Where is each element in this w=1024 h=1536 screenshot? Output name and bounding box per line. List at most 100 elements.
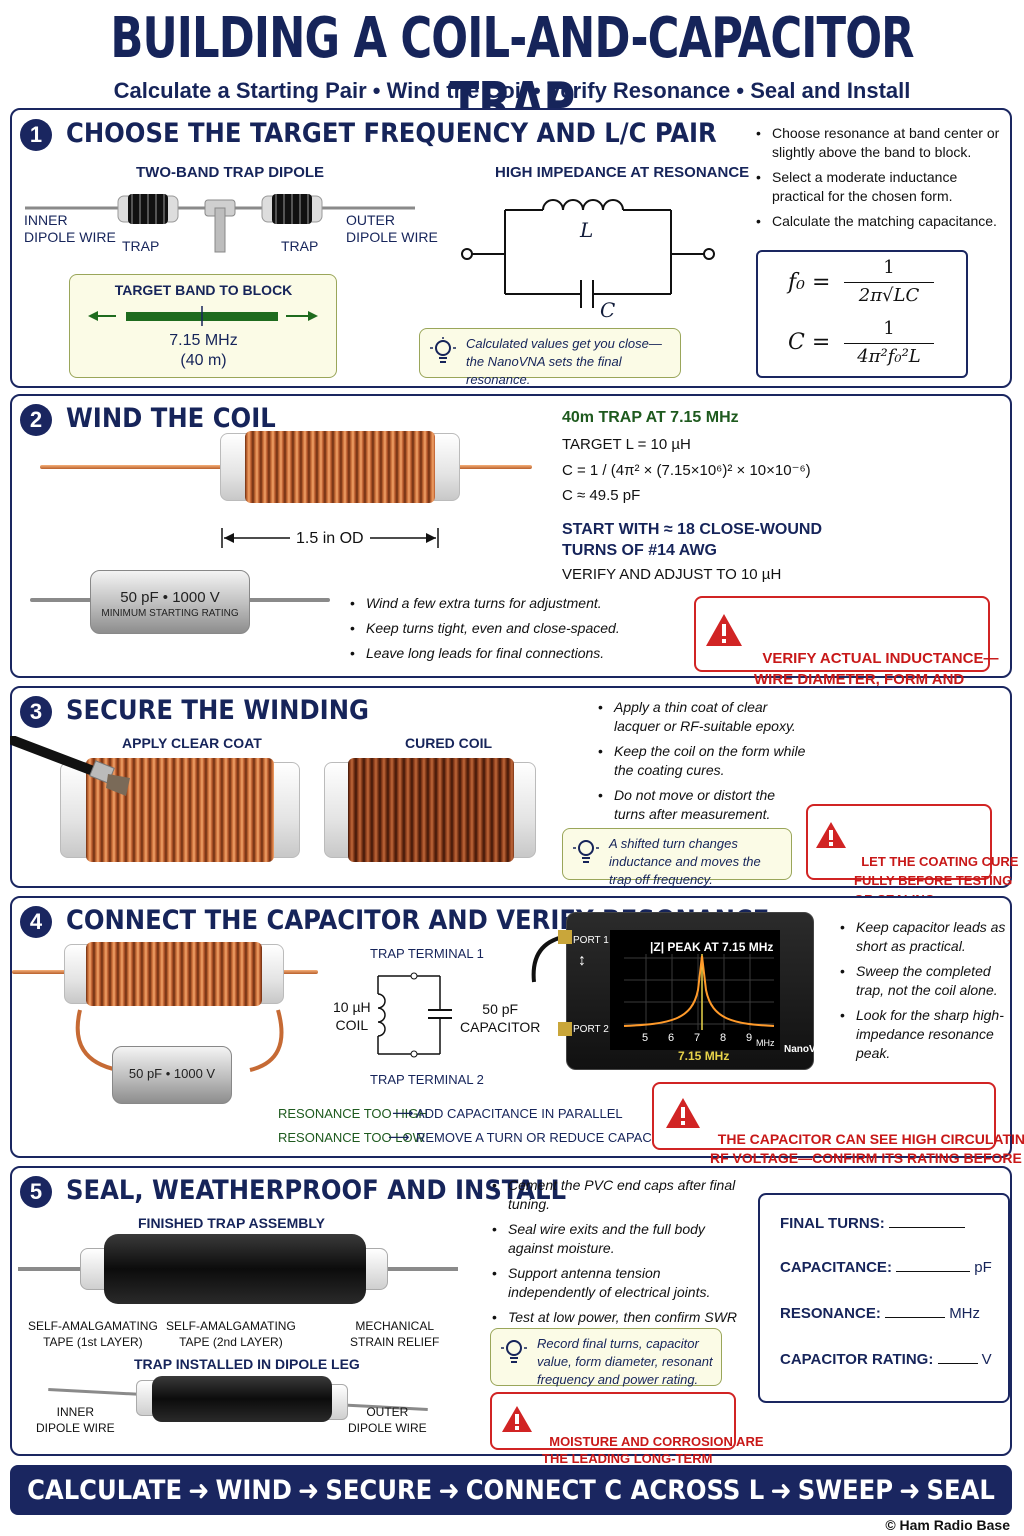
warning-icon	[502, 1406, 532, 1432]
step1-bullet: Select a moderate inductance practical f…	[756, 168, 1006, 206]
cured-coil	[348, 758, 514, 862]
coil-value-label: 10 µH COIL	[333, 999, 371, 1033]
capacitor-label: C	[600, 298, 616, 322]
installed-inner-label: INNER DIPOLE WIRE	[36, 1405, 115, 1435]
vna-port-arrow: ↕	[578, 952, 586, 969]
vna-marker: 7.15 MHz	[678, 1049, 730, 1063]
footer-step: SEAL	[926, 1474, 995, 1506]
arrow-right-icon: ➜	[770, 1473, 792, 1507]
vna-tick: 8	[720, 1032, 727, 1044]
record-rating: CAPACITOR RATING: V	[780, 1351, 992, 1368]
coil-being-coated	[86, 758, 274, 862]
lightbulb-icon	[501, 1340, 527, 1363]
step3-bullet: Apply a thin coat of clear lacquer or RF…	[598, 698, 808, 736]
step5-bullets: Cement the PVC end caps after final tuni…	[492, 1176, 742, 1352]
trap-left-label: TRAP	[122, 238, 160, 254]
step5-tip: Record final turns, capacitor value, for…	[490, 1328, 722, 1387]
outer-wire-label: OUTER DIPOLE WIRE	[346, 212, 438, 245]
formula1-num: 1	[883, 257, 895, 278]
formula2-bar	[844, 343, 934, 344]
res-low-arrow: ⟶	[388, 1129, 410, 1146]
calc-line: C = 1 / (4π² × (7.15×10⁶)² × 10×10⁻⁶)	[562, 462, 811, 479]
step2-bullet: Keep turns tight, even and close-spaced.	[350, 619, 680, 638]
cured-coil-label: CURED COIL	[405, 735, 493, 751]
formula2-lhs: C =	[788, 330, 831, 355]
step3-bullet: Keep the coil on the form while the coat…	[598, 742, 808, 780]
step2-title: WIND THE COIL	[66, 403, 276, 434]
step3-warning: LET THE COATING CURE FULLY BEFORE TESTIN…	[806, 804, 1018, 907]
trap-left-icon	[117, 194, 179, 224]
step3-bullets: Apply a thin coat of clear lacquer or RF…	[598, 698, 808, 830]
step4-bullet: Keep capacitor leads as short as practic…	[840, 918, 1010, 956]
center-insulator-icon	[204, 199, 236, 253]
vna-tick: 5	[642, 1032, 649, 1044]
footer-step: SWEEP	[797, 1474, 894, 1506]
step1-tip-text: Calculated values get you close—the Nano…	[466, 336, 662, 387]
formula2-den: 4π²f₀²L	[857, 346, 921, 367]
vna-tick: 7	[694, 1032, 701, 1044]
cap-value-label: 50 pF CAPACITOR	[460, 1001, 541, 1035]
band-title: TARGET BAND TO BLOCK	[114, 282, 293, 298]
od-label: 1.5 in OD	[296, 530, 364, 547]
band-frequency: 7.15 MHz	[169, 332, 238, 349]
installed-title: TRAP INSTALLED IN DIPOLE LEG	[134, 1356, 360, 1372]
capacitor-jumper-wires	[75, 1009, 284, 1072]
warning-icon	[666, 1098, 700, 1128]
arrow-right-icon: ➜	[298, 1473, 320, 1507]
capacitor-rating-label: MINIMUM STARTING RATING	[101, 608, 239, 619]
res-high-label: RESONANCE TOO HIGH	[278, 1106, 428, 1121]
parallel-lc-diagram	[461, 199, 715, 308]
terminal2-label: TRAP TERMINAL 2	[370, 1072, 484, 1087]
res-high-fix: ADD CAPACITANCE IN PARALLEL	[416, 1106, 623, 1121]
step4-number: 4	[20, 906, 52, 938]
lc-schematic	[377, 972, 452, 1058]
step3-tip-text: A shifted turn changes inductance and mo…	[609, 836, 761, 887]
footer-step: SECURE	[325, 1474, 433, 1506]
step2-bullet: Leave long leads for final connections.	[350, 644, 680, 663]
trap-right-label: TRAP	[281, 238, 319, 254]
capacitor-value-label: 50 pF • 1000 V	[120, 589, 220, 606]
arrow-right-icon: ➜	[899, 1473, 921, 1507]
lightbulb-icon	[430, 337, 456, 363]
copper-coil	[245, 431, 435, 503]
step4-bullets: Keep capacitor leads as short as practic…	[840, 918, 1010, 1069]
step3-bullet: Do not move or distort the turns after m…	[598, 786, 808, 824]
step1-title: CHOOSE THE TARGET FREQUENCY AND L/C PAIR	[66, 118, 717, 149]
step4-bullet: Sweep the completed trap, not the coil a…	[840, 962, 1010, 1000]
page-title: BUILDING A COIL-AND-CAPACITOR TRAP	[110, 6, 914, 136]
step5-number: 5	[20, 1176, 52, 1208]
terminal1-label: TRAP TERMINAL 1	[370, 946, 484, 961]
calc-line: TARGET L = 10 µH	[562, 436, 691, 453]
step1-number: 1	[20, 119, 52, 151]
step5-warning: MOISTURE AND CORROSION ARE THE LEADING L…	[490, 1392, 764, 1483]
band-arrow-icon	[88, 306, 318, 326]
verify-label: VERIFY AND ADJUST TO 10 µH	[562, 566, 782, 583]
footer-step: CALCULATE	[27, 1474, 183, 1506]
step5-bullet: Cement the PVC end caps after final tuni…	[492, 1176, 742, 1214]
footer-step: WIND	[215, 1474, 292, 1506]
trap-right-icon	[261, 194, 323, 224]
step2-bullets: Wind a few extra turns for adjustment. K…	[350, 594, 680, 669]
res-low-label: RESONANCE TOO LOW	[278, 1130, 425, 1145]
process-footer: CALCULATE ➜ WIND ➜ SECURE ➜ CONNECT C AC…	[10, 1465, 1012, 1515]
start-turns: START WITH ≈ 18 CLOSE-WOUND TURNS OF #14…	[562, 521, 823, 559]
dipole-title: TWO-BAND TRAP DIPOLE	[136, 164, 325, 181]
record-resonance: RESONANCE: MHz	[780, 1305, 981, 1322]
step4-capacitor: 50 pF • 1000 V	[112, 1046, 232, 1104]
circuit-title: HIGH IMPEDANCE AT RESONANCE	[495, 164, 750, 181]
installed-trap	[152, 1376, 332, 1422]
inner-wire-label: INNER DIPOLE WIRE	[24, 212, 116, 245]
step3-title: SECURE THE WINDING	[66, 695, 369, 726]
step3-warning-text: LET THE COATING CURE FULLY BEFORE TESTIN…	[854, 854, 1019, 907]
step4-bullet: Look for the sharp high-impedance resona…	[840, 1006, 1010, 1063]
formula1-den: 2π√LC	[858, 285, 920, 306]
formula-box: f₀ = 1 2π√LC C = 1 4π²f₀²L	[756, 250, 968, 378]
step5-tip-text: Record final turns, capacitor value, for…	[537, 1336, 713, 1387]
record-turns: FINAL TURNS:	[780, 1215, 965, 1232]
record-box: FINAL TURNS: CAPACITANCE: pF RESONANCE: …	[758, 1193, 1010, 1403]
dipole-illustration	[25, 194, 415, 253]
step4-coil	[86, 942, 262, 1006]
installed-outer-label: OUTER DIPOLE WIRE	[348, 1405, 427, 1435]
step5-title: SEAL, WEATHERPROOF AND INSTALL	[66, 1175, 567, 1206]
tape2-label: SELF-AMALGAMATING TAPE (2nd LAYER)	[166, 1319, 296, 1349]
